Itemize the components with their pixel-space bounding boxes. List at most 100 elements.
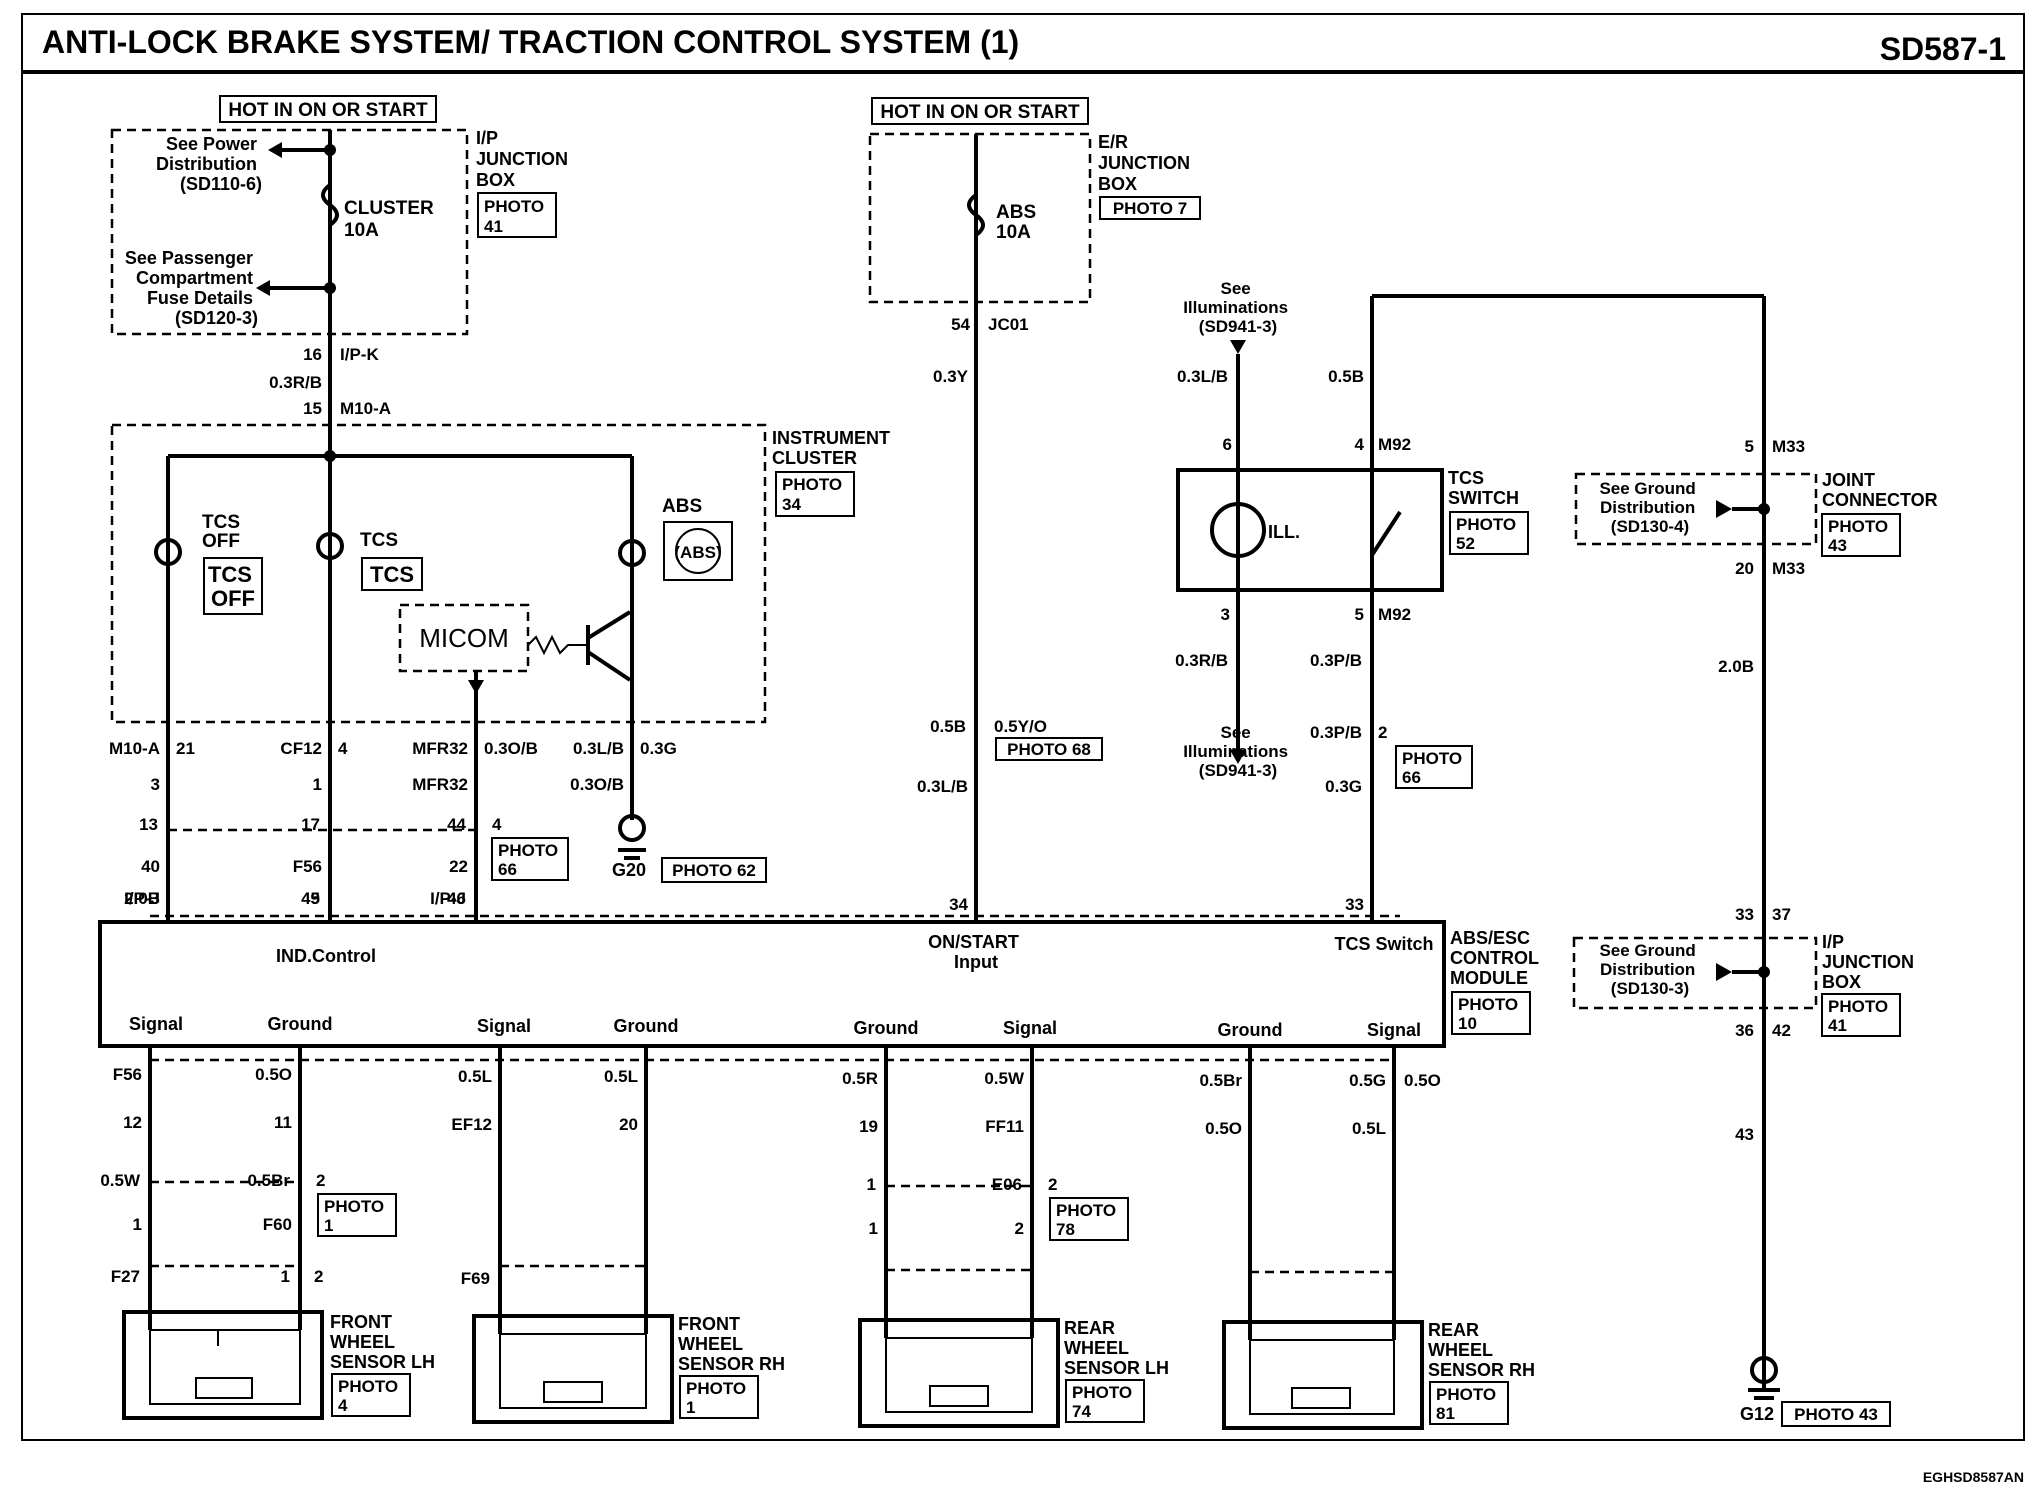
conn-label: 0.5O	[1404, 1071, 1441, 1090]
wire-color: 0.5O	[1205, 1119, 1242, 1138]
module-label: ABS/ESC CONTROL MODULE	[1450, 928, 1544, 988]
tcs-switch-input-label: TCS Switch	[1334, 934, 1433, 954]
see-ground-2: See Ground Distribution (SD130-3)	[1599, 941, 1700, 998]
pin-label: 0.5W	[984, 1069, 1025, 1088]
pin-label: 2.0B	[124, 889, 160, 908]
cluster-photo: PHOTO 34	[782, 475, 847, 514]
sensor-label: FRONT WHEEL SENSOR LH	[330, 1312, 435, 1372]
wire-color: 0.3L/B	[917, 777, 968, 796]
conn-label: 4	[338, 739, 348, 758]
resistor-icon	[527, 634, 588, 656]
pin-label: 33	[1735, 905, 1754, 924]
resistor-icon	[929, 1385, 989, 1407]
tcs-indicator-text: TCS	[370, 562, 414, 587]
photo-box	[1821, 513, 1901, 557]
wire-color: 22	[449, 857, 468, 876]
wire-color: 3	[151, 775, 160, 794]
conn-label: 42	[1772, 1021, 1791, 1040]
wire-color: F56	[293, 857, 322, 876]
hot-label-2: HOT IN ON OR START	[880, 102, 1080, 123]
wire-color: 11	[274, 1113, 292, 1132]
sensor-wires	[148, 1046, 1396, 1340]
wire-color: 0.3Y	[933, 367, 969, 386]
ground-g12-icon	[1750, 1356, 1778, 1384]
pin-signal: Signal	[477, 1016, 531, 1036]
conn-label: 17	[301, 815, 320, 834]
pin-label: 5	[1745, 437, 1754, 456]
joint-photo: PHOTO 43	[1828, 517, 1893, 555]
photo-box	[1821, 993, 1901, 1037]
transistor-emitter	[586, 650, 632, 682]
joint-connector-outline	[1574, 472, 1818, 546]
tcs-indicator	[361, 557, 423, 591]
abs-icon-text: (ABS)	[674, 543, 721, 562]
wire-color: 1	[133, 1215, 142, 1234]
conn-label: 0.5Y/O	[994, 717, 1047, 736]
pin-signal: Signal	[1003, 1018, 1057, 1038]
conn-label: 15	[303, 399, 322, 418]
pin-ground: Ground	[1218, 1020, 1283, 1040]
photo-box	[679, 1375, 759, 1419]
conn-label: I/P-K	[340, 345, 379, 364]
conn-label: 0.5B	[930, 717, 966, 736]
conn-label: 2	[314, 1267, 323, 1286]
pin-label: 0.5R	[842, 1069, 878, 1088]
pin-label: 3	[1221, 605, 1230, 624]
wire-color: MFR32	[412, 775, 468, 794]
pin-label: E06	[992, 1175, 1022, 1194]
sensor-label: REAR WHEEL SENSOR RH	[1428, 1320, 1535, 1380]
cluster-fuse-symbol	[321, 183, 339, 227]
module-photo: PHOTO 10	[1458, 995, 1523, 1033]
sensor-inner	[499, 1333, 647, 1409]
conn-label: 44	[447, 815, 466, 834]
photo-box	[1449, 511, 1529, 555]
hot-label-box-2	[871, 97, 1089, 125]
sensor-inner	[149, 1329, 301, 1405]
pin-label: 36	[1735, 1021, 1754, 1040]
g20-photo: PHOTO 62	[672, 861, 756, 880]
pin-label: 0.5Br	[247, 1171, 290, 1190]
wire-color: 0.3L/B	[1177, 367, 1228, 386]
ff11-photo: PHOTO 78	[1056, 1201, 1121, 1239]
abs-icon	[675, 528, 721, 574]
sensor-box	[858, 1318, 1060, 1428]
instrument-cluster-outline	[110, 423, 767, 724]
diode-icon	[468, 680, 484, 694]
conn-label: 0.3G	[640, 739, 677, 758]
micom-label: MICOM	[419, 623, 509, 653]
arrow-icon	[1230, 340, 1246, 354]
joint-label: JOINT CONNECTOR	[1822, 470, 1938, 510]
er-junction-box-outline	[868, 132, 1092, 304]
abs-lamp-icon	[618, 539, 646, 567]
see-pass-text: See Passenger Compartment Fuse Details (…	[125, 248, 258, 328]
ip-box-label: I/P JUNCTION BOX	[476, 128, 573, 190]
photo-box	[995, 737, 1103, 761]
pin-label: F69	[461, 1269, 490, 1288]
photo-box	[477, 192, 557, 238]
ip2-photo: PHOTO 41	[1828, 997, 1893, 1035]
conn-label: 13	[139, 815, 158, 834]
see-ill-top: See Illuminations (SD941-3)	[1183, 279, 1293, 336]
tcs-label: TCS	[360, 530, 398, 551]
photo-box	[1781, 1401, 1891, 1427]
pin-label: 0.5G	[1349, 1071, 1386, 1090]
tcs-off-indicator-text: TCS OFF	[208, 562, 258, 611]
conn-label: MFR32	[412, 739, 468, 758]
conn-label: 0.3O/B	[484, 739, 538, 758]
pin-label: 0.5O	[255, 1065, 292, 1084]
sensor-box	[472, 1314, 674, 1424]
conn-label: 54	[951, 315, 970, 334]
pin-ground: Ground	[854, 1018, 919, 1038]
resistor-icon	[195, 1377, 253, 1399]
wire-color: 19	[859, 1117, 878, 1136]
wire-color: 43	[1735, 1125, 1754, 1144]
sensor-box	[122, 1310, 324, 1420]
er-box-label: E/R JUNCTION BOX	[1098, 132, 1195, 194]
conn-label: JC01	[988, 315, 1029, 334]
mfr32-photo: PHOTO 66	[498, 841, 563, 879]
sensor-label: FRONT WHEEL SENSOR RH	[678, 1314, 785, 1374]
cluster-label: INSTRUMENT CLUSTER	[772, 428, 895, 468]
abs-indicator	[663, 521, 733, 581]
